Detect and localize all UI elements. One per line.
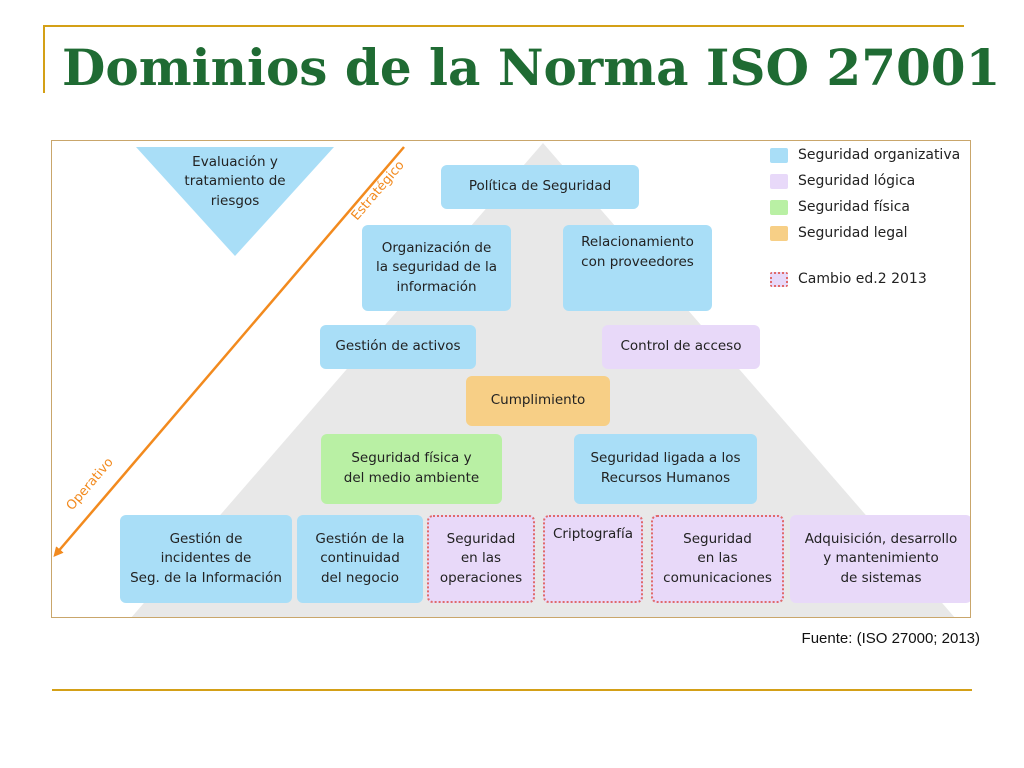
- legend-label-logica: Seguridad lógica: [798, 173, 916, 189]
- domain-rrhh: Seguridad ligada a los Recursos Humanos: [574, 434, 757, 504]
- domain-adquisicion: Adquisición, desarrollo y mantenimiento …: [790, 515, 970, 603]
- frame-left-line: [43, 25, 45, 93]
- legend-swatch-fisica: [770, 199, 788, 215]
- domain-operaciones: Seguridad en las operaciones: [427, 515, 535, 603]
- domain-proveedores: Relacionamiento con proveedores: [563, 225, 712, 311]
- legend-item-cambio: Cambio ed.2 2013: [770, 271, 927, 287]
- strategic-operative-arrow: [53, 146, 405, 558]
- frame-top-line: [43, 25, 964, 27]
- domains-diagram: Estratégico Operativo Evaluación y trata…: [51, 140, 971, 618]
- legend-swatch-cambio: [770, 271, 788, 287]
- axis-operative-label: Operativo: [64, 455, 117, 514]
- legend-swatch-organizativa: [770, 147, 788, 163]
- source-caption: Fuente: (ISO 27000; 2013): [801, 630, 980, 647]
- slide-title: Dominios de la Norma ISO 27001: [62, 38, 1001, 97]
- legend-label-fisica: Seguridad física: [798, 199, 910, 215]
- risk-triangle-label: Evaluación y tratamiento de riesgos: [184, 153, 286, 209]
- domain-activos: Gestión de activos: [320, 325, 476, 369]
- legend-item-organizativa: Seguridad organizativa: [770, 147, 960, 163]
- legend-swatch-legal: [770, 225, 788, 241]
- domain-comunicaciones: Seguridad en las comunicaciones: [651, 515, 784, 603]
- domain-continuidad: Gestión de la continuidad del negocio: [297, 515, 423, 603]
- legend-label-legal: Seguridad legal: [798, 225, 908, 241]
- legend-item-legal: Seguridad legal: [770, 225, 908, 241]
- legend-item-logica: Seguridad lógica: [770, 173, 915, 189]
- legend-swatch-logica: [770, 173, 788, 189]
- legend-item-fisica: Seguridad física: [770, 199, 910, 215]
- domain-organizacion: Organización de la seguridad de la infor…: [362, 225, 511, 311]
- domain-incidentes: Gestión de incidentes de Seg. de la Info…: [120, 515, 292, 603]
- frame-bottom-line: [52, 689, 972, 691]
- domain-criptografia: Criptografía: [543, 515, 643, 603]
- domain-cumplimiento: Cumplimiento: [466, 376, 610, 426]
- legend-label-cambio: Cambio ed.2 2013: [798, 271, 927, 287]
- domain-politica: Política de Seguridad: [441, 165, 639, 209]
- domain-acceso: Control de acceso: [602, 325, 760, 369]
- legend-label-organizativa: Seguridad organizativa: [798, 147, 961, 163]
- axis-strategic-label: Estratégico: [349, 158, 408, 224]
- domain-fisica-ambiente: Seguridad física y del medio ambiente: [321, 434, 502, 504]
- risk-triangle: [136, 147, 334, 256]
